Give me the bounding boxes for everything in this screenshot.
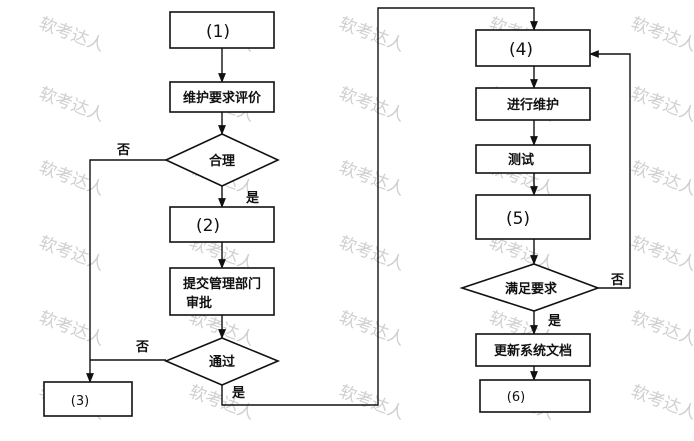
decision-reasonable <box>164 133 280 187</box>
step-box-6-label: (6) <box>507 390 525 405</box>
step-box-4 <box>475 29 591 67</box>
watermark: 软考达人 <box>628 14 694 56</box>
watermark: 软考达人 <box>628 158 694 200</box>
connector-pass-to-box4 <box>221 7 538 406</box>
step-box-5 <box>475 194 591 240</box>
submit-approval-label-line1: 提交管理部门 <box>183 276 261 292</box>
connector-no-reasonable <box>86 159 166 383</box>
decision-reasonable-label: 合理 <box>209 153 235 169</box>
watermarks: 软考达人 软考达人 软考达人 软考达人 软考达人 软考达人 软考达人 软考达人 … <box>36 14 694 424</box>
test-box-label: 测试 <box>508 152 534 168</box>
review-box-label: 维护要求评价 <box>183 90 262 106</box>
yes-label: 是 <box>231 386 246 401</box>
connector-not-met <box>589 50 631 289</box>
right-flow: (4) 进行维护 测试 (5) 满足要求 否 是 更新系统文档 (6) <box>459 29 624 413</box>
step-box-3-label: (3) <box>71 394 89 409</box>
no-label: 否 <box>610 273 624 288</box>
no-label: 否 <box>135 340 149 355</box>
update-docs-box <box>475 333 591 367</box>
submit-approval-box <box>169 267 275 316</box>
connectors <box>86 7 631 406</box>
watermark: 软考达人 <box>36 233 107 275</box>
test-box <box>475 144 591 174</box>
yes-label: 是 <box>245 191 260 206</box>
step-box-1 <box>169 11 275 49</box>
watermark: 软考达人 <box>628 233 694 275</box>
watermark: 软考达人 <box>36 158 107 200</box>
step-box-2 <box>169 206 275 243</box>
watermark: 软考达人 <box>36 14 107 56</box>
watermark: 软考达人 <box>336 382 407 424</box>
step-box-3 <box>43 381 133 417</box>
yes-label: 是 <box>547 314 562 329</box>
step-box-2-label: (2) <box>196 216 220 236</box>
step-box-4-label: (4) <box>509 40 533 60</box>
watermark: 软考达人 <box>36 84 107 126</box>
step-box-6 <box>479 379 591 413</box>
update-docs-label: 更新系统文档 <box>494 343 572 359</box>
maintain-box <box>475 87 591 121</box>
watermark: 软考达人 <box>336 308 407 350</box>
left-flow: (1) 维护要求评价 合理 否 是 (2) 提交管理部门 审批 通过 否 是 (… <box>43 11 281 417</box>
watermark: 软考达人 <box>336 233 407 275</box>
watermark: 软考达人 <box>336 158 407 200</box>
watermark: 软考达人 <box>628 382 694 424</box>
watermark: 软考达人 <box>628 84 694 126</box>
maintain-box-label: 进行维护 <box>507 97 559 113</box>
decision-meet-requirements-label: 满足要求 <box>505 281 558 297</box>
watermark: 软考达人 <box>628 308 694 350</box>
review-box <box>169 81 275 113</box>
watermark: 软考达人 <box>336 84 407 126</box>
step-box-5-label: (5) <box>506 209 530 229</box>
decision-pass-label: 通过 <box>209 354 235 370</box>
decision-meet-requirements <box>459 263 601 312</box>
decision-pass <box>163 337 281 386</box>
submit-approval-label-line2: 审批 <box>186 295 212 311</box>
step-box-1-label: (1) <box>206 22 230 42</box>
watermark: 软考达人 <box>36 308 107 350</box>
watermark: 软考达人 <box>336 14 407 56</box>
no-label: 否 <box>116 143 130 158</box>
